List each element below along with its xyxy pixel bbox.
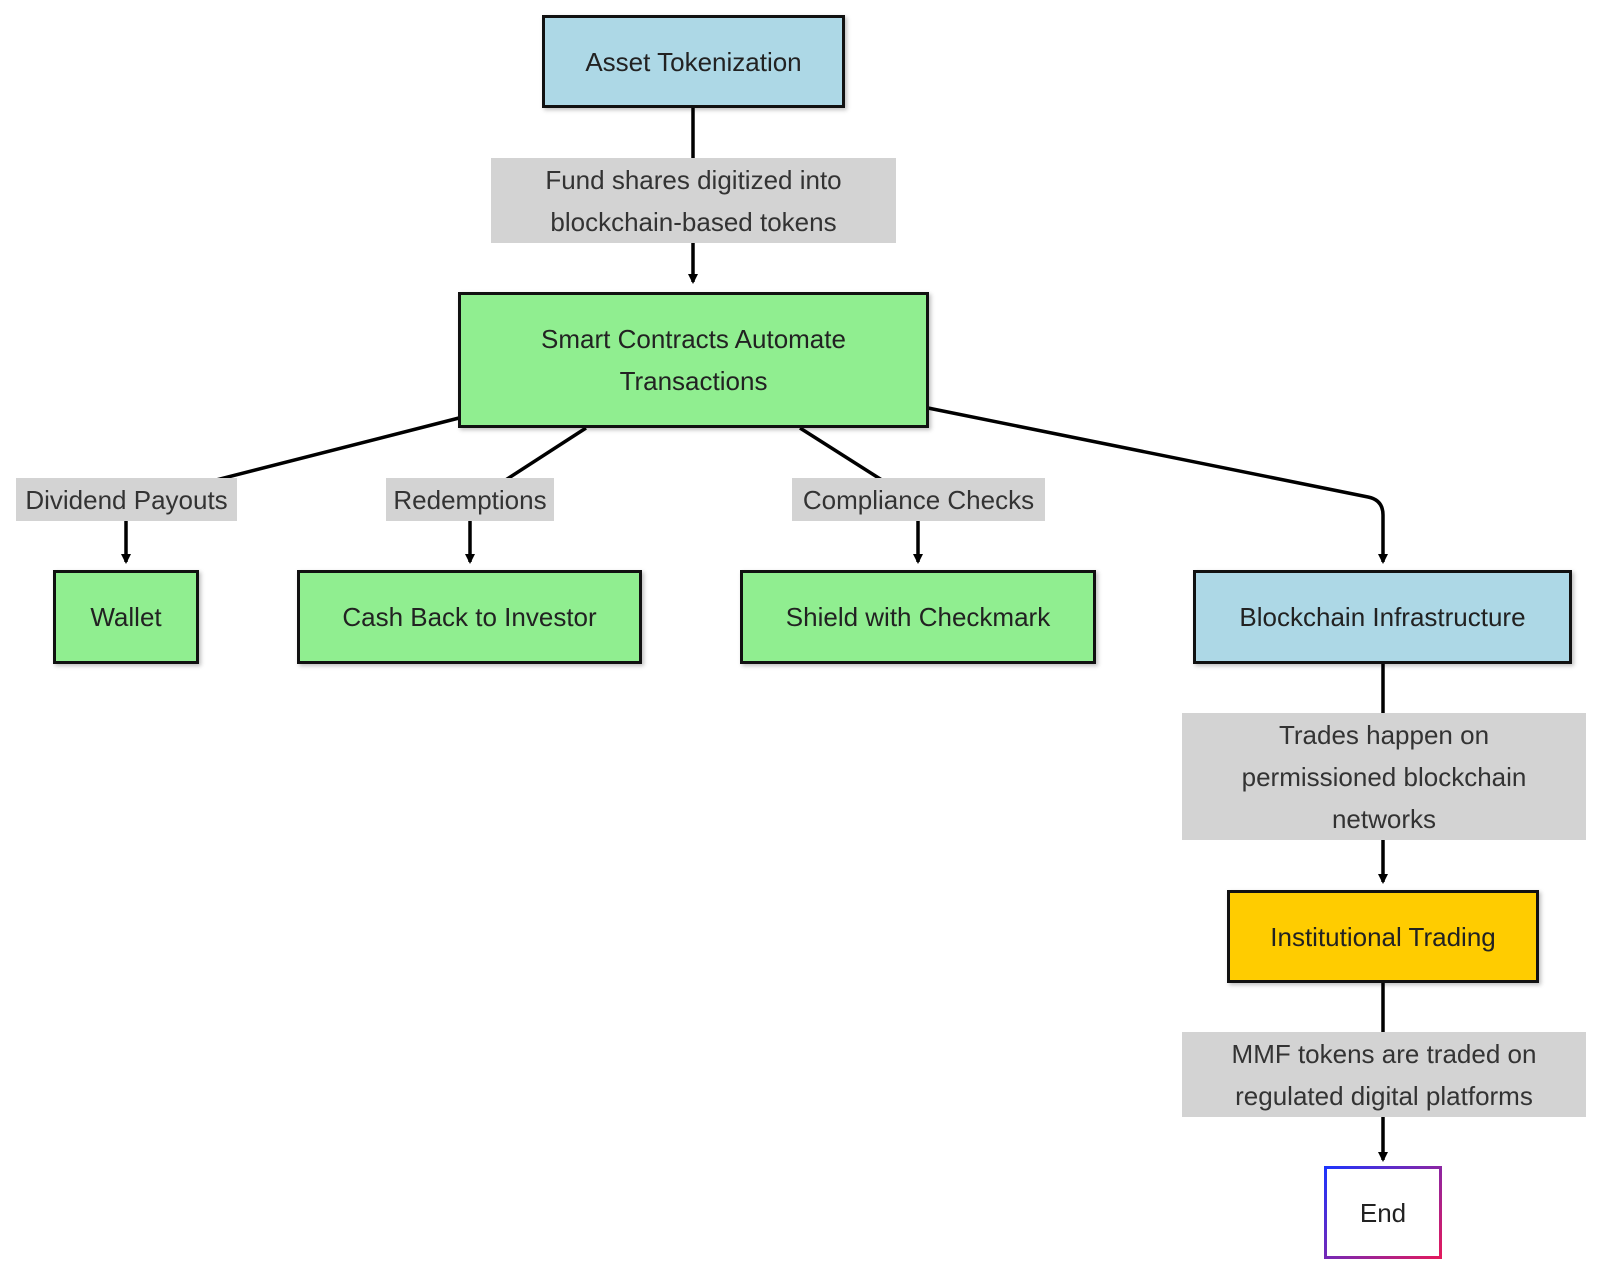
node-institutional-trading[interactable]: Institutional Trading bbox=[1227, 890, 1539, 983]
edge-label-compliance-checks: Compliance Checks bbox=[792, 478, 1045, 521]
node-asset-tokenization[interactable]: Asset Tokenization bbox=[542, 15, 845, 108]
edge-contracts-blockchain bbox=[927, 406, 1388, 564]
node-end[interactable]: End bbox=[1324, 1166, 1442, 1259]
node-cash-back[interactable]: Cash Back to Investor bbox=[297, 570, 642, 664]
node-shield-checkmark[interactable]: Shield with Checkmark bbox=[740, 570, 1096, 664]
node-smart-contracts[interactable]: Smart Contracts Automate Transactions bbox=[458, 292, 929, 428]
edge-label-dividend-payouts: Dividend Payouts bbox=[16, 478, 237, 521]
edge-label-mmf-tokens: MMF tokens are traded on regulated digit… bbox=[1182, 1032, 1586, 1117]
edge-label-digitized: Fund shares digitized into blockchain-ba… bbox=[491, 158, 896, 243]
edge-label-trades-permissioned: Trades happen on permissioned blockchain… bbox=[1182, 713, 1586, 840]
node-blockchain-infrastructure[interactable]: Blockchain Infrastructure bbox=[1193, 570, 1572, 664]
edge-label-redemptions: Redemptions bbox=[386, 478, 554, 521]
node-wallet[interactable]: Wallet bbox=[53, 570, 199, 664]
